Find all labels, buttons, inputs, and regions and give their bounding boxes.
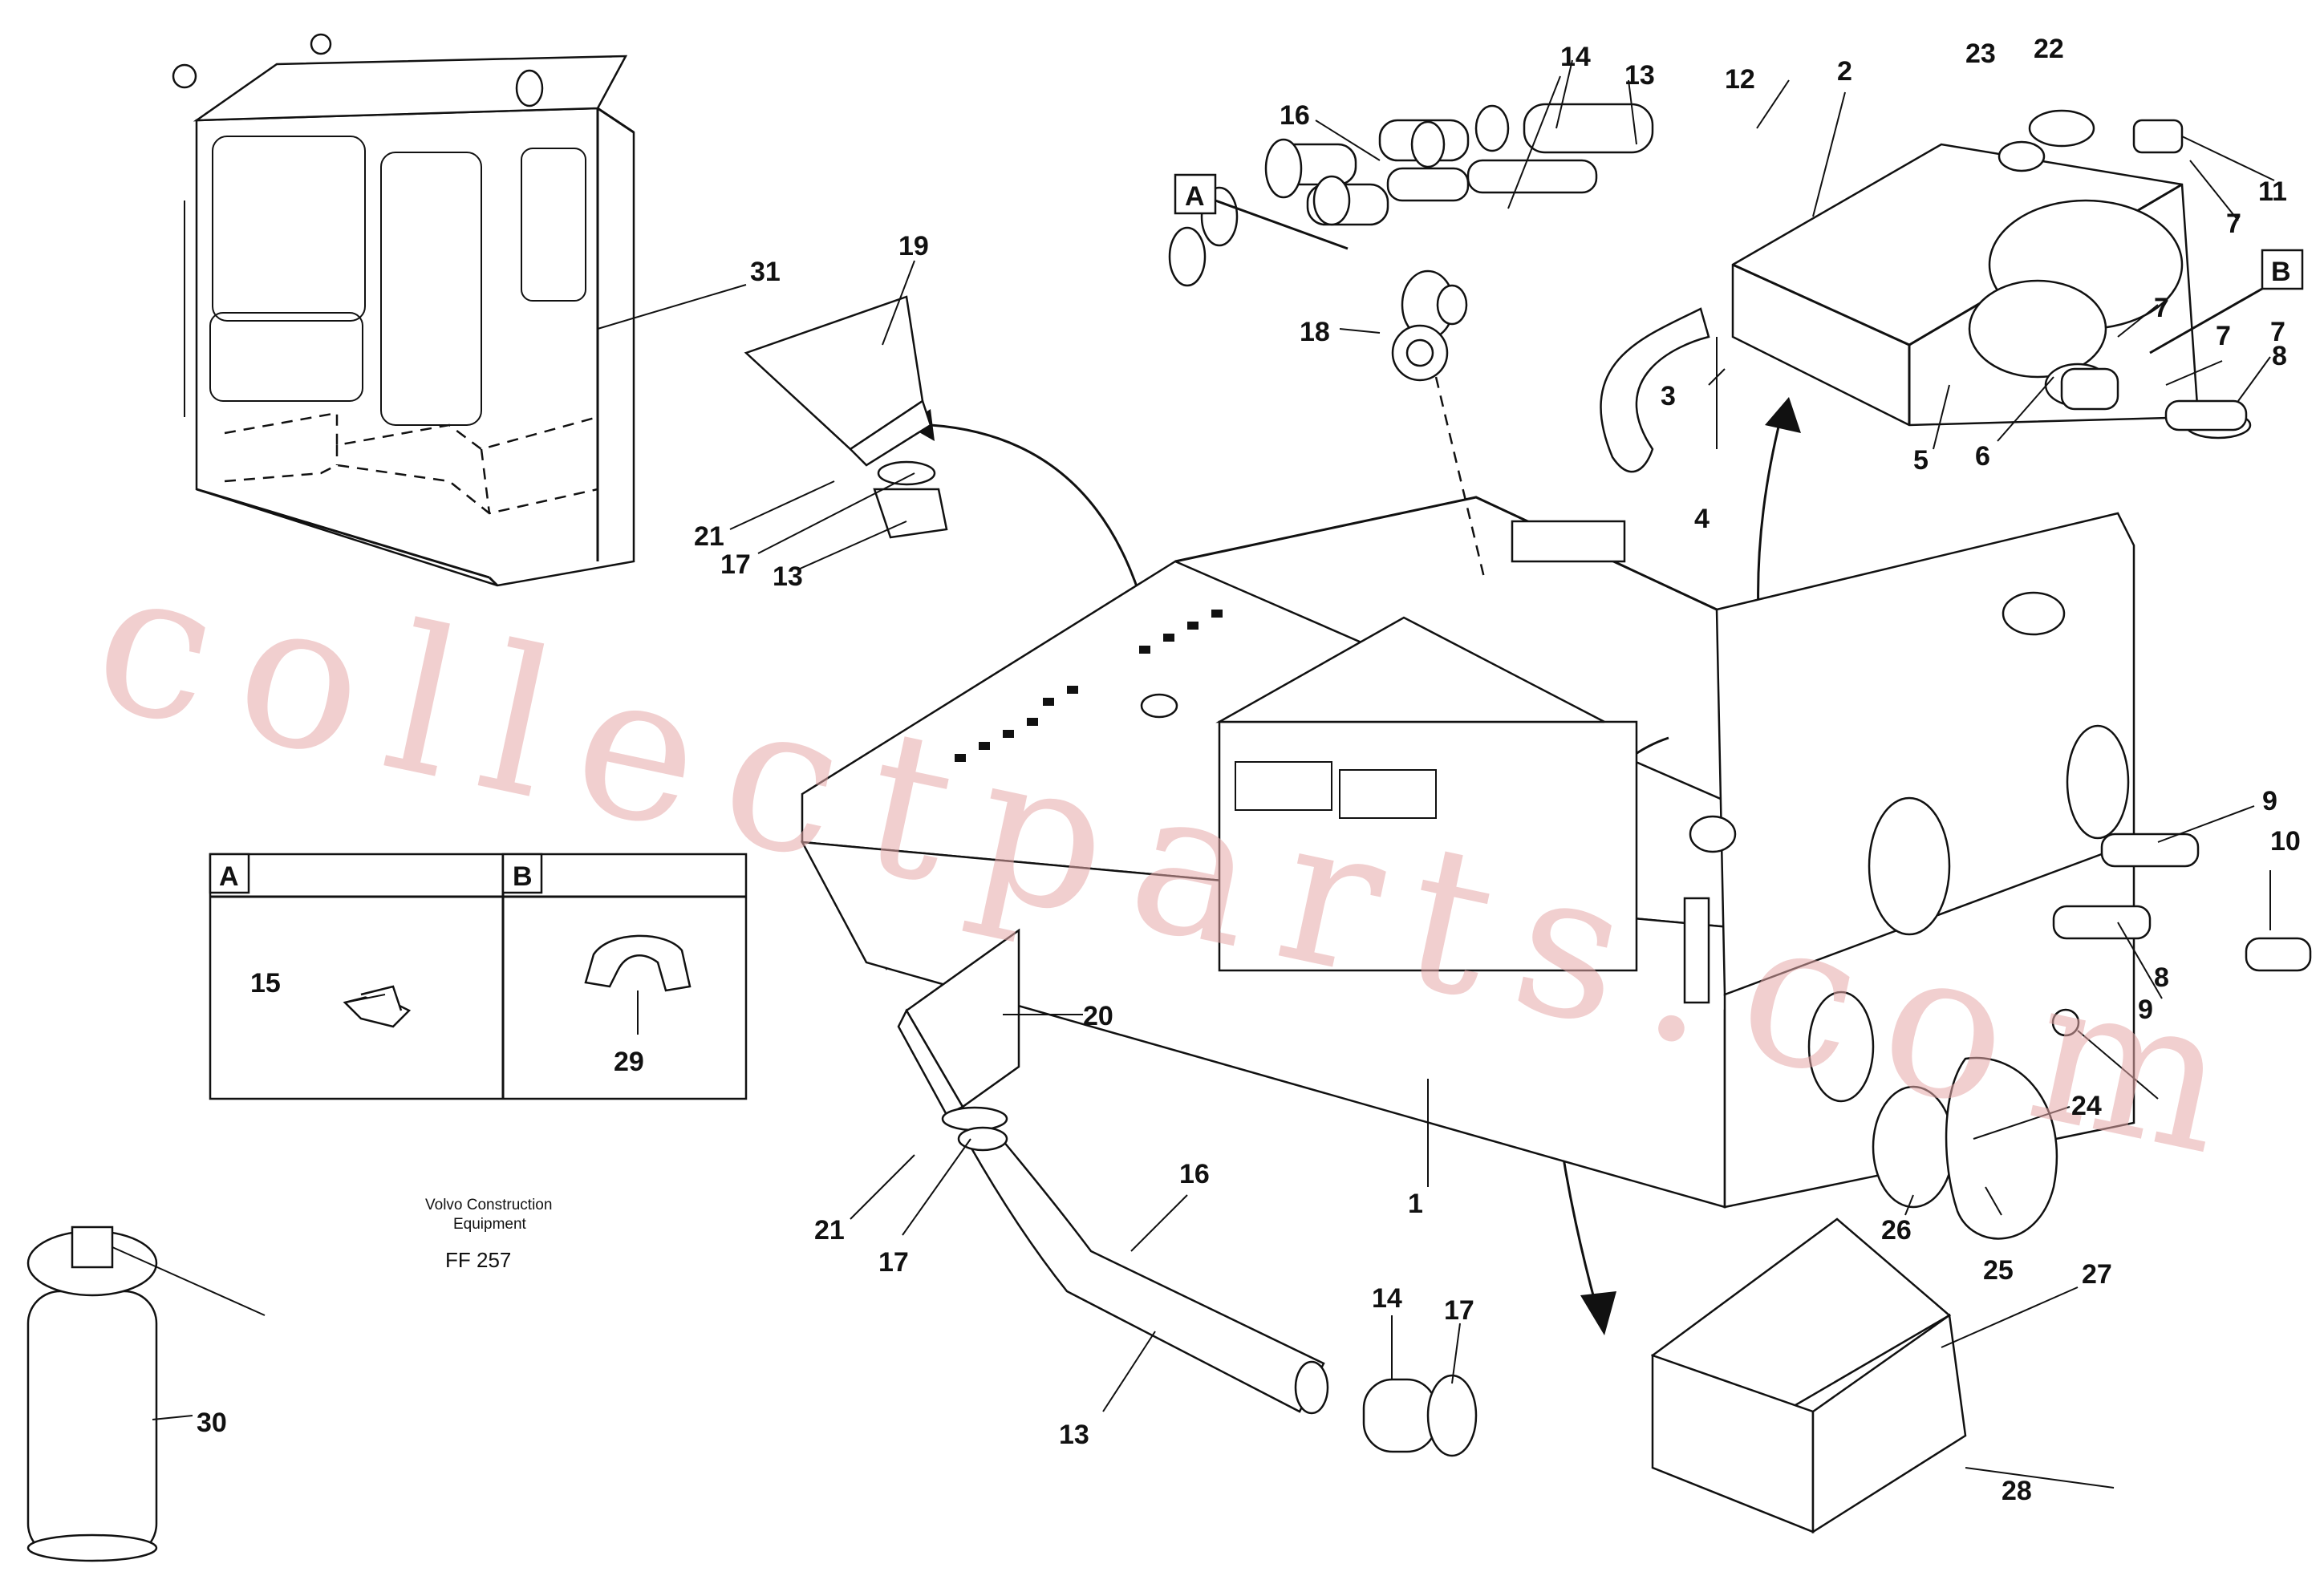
part-label-9a: 9: [2262, 786, 2277, 816]
part-label-17b: 17: [878, 1247, 909, 1278]
part-label-1: 1: [1408, 1189, 1423, 1219]
part-label-13c: 13: [1059, 1420, 1089, 1450]
drawing-caption: Volvo Construction Equipment FF 257: [425, 1197, 552, 1272]
part-label-16b: 16: [1179, 1159, 1210, 1189]
part-label-3: 3: [1661, 381, 1676, 411]
part-label-5: 5: [1913, 445, 1929, 476]
part-label-14a: 14: [1560, 42, 1591, 72]
callout-box-a: A: [1174, 173, 1349, 250]
part-label-7a: 7: [2226, 209, 2241, 239]
part-label-22: 22: [2034, 34, 2064, 64]
part-label-20: 20: [1083, 1001, 1113, 1031]
part-label-8b: 8: [2154, 962, 2169, 993]
part-label-10: 10: [2270, 826, 2301, 857]
part-label-29: 29: [614, 1047, 644, 1077]
duct-19-drawing: [744, 295, 948, 539]
figure-code: FF 257: [445, 1248, 511, 1272]
part-label-18: 18: [1300, 317, 1330, 347]
part-label-7b: 7: [2154, 293, 2169, 323]
part-label-17a: 17: [720, 549, 751, 580]
part-label-17c: 17: [1444, 1295, 1474, 1326]
part-label-28: 28: [2002, 1476, 2032, 1506]
part-label-26: 26: [1881, 1215, 1912, 1246]
duct-20-drawing: [897, 928, 1020, 1132]
part-label-12: 12: [1725, 64, 1755, 95]
leader-lines: [152, 59, 2275, 1489]
part-labels: 1 2 3 4 5 6 7 7 7 8 9 9 8 10 11 12 13 14…: [197, 34, 2301, 1506]
part-label-19: 19: [898, 231, 929, 261]
hoses-top-drawing: [1168, 103, 1654, 340]
part-label-30: 30: [197, 1408, 227, 1438]
inset-b-tag: B: [513, 861, 533, 892]
part-label-27: 27: [2082, 1259, 2112, 1290]
detail-inset: A B: [209, 853, 748, 1100]
heater-unit-drawing: [1600, 109, 2252, 473]
part-label-7c: 7: [2216, 321, 2231, 351]
spray-can-drawing: [26, 1225, 266, 1562]
part-label-24: 24: [2071, 1091, 2102, 1121]
slot-row: [955, 610, 1223, 762]
part-label-13a: 13: [1624, 60, 1655, 91]
part-label-9b: 9: [2138, 995, 2153, 1025]
callout-b-letter: B: [2271, 257, 2291, 287]
part-label-2: 2: [1837, 56, 1852, 87]
part-label-11: 11: [2258, 176, 2287, 207]
callout-box-b: B: [2149, 249, 2304, 354]
callout-a-letter: A: [1185, 181, 1205, 212]
part-label-15: 15: [250, 968, 281, 999]
part-label-7d: 7: [2270, 317, 2285, 347]
cab-drawing: [172, 33, 635, 587]
caption-line2: Equipment: [453, 1216, 527, 1233]
part-label-14b: 14: [1372, 1283, 1402, 1314]
part-label-8a: 8: [2272, 341, 2287, 371]
part-label-4: 4: [1694, 504, 1710, 534]
part-label-13b: 13: [773, 561, 803, 592]
small-parts-drawing: [1362, 324, 2312, 1534]
inset-a-tag: A: [219, 861, 239, 892]
part-label-21b: 21: [814, 1215, 845, 1246]
caption-line1: Volvo Construction: [425, 1197, 552, 1213]
hose-13-bottom-drawing: [957, 1126, 1329, 1415]
part-label-23: 23: [1965, 38, 1996, 69]
part-label-31: 31: [750, 257, 781, 287]
part-label-6: 6: [1975, 441, 1990, 472]
part-label-25: 25: [1983, 1255, 2014, 1286]
main-frame-drawing: [800, 496, 2135, 1209]
part-label-16a: 16: [1280, 100, 1310, 131]
part-label-21a: 21: [694, 521, 724, 552]
